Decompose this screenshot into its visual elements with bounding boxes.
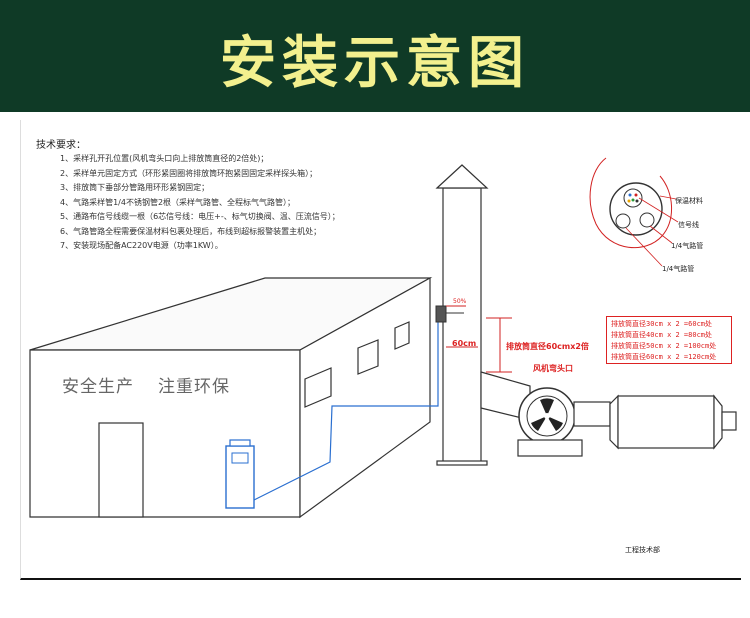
formula-line: 排放筒直径50cm x 2 =100cm处 xyxy=(611,342,717,350)
exhaust-fan xyxy=(517,387,611,457)
building-slogan-left: 安全生产 xyxy=(62,377,134,397)
requirement-item: 7、安装现场配备AC220V电源（功率1KW）。 xyxy=(60,241,223,250)
building-side-wall xyxy=(299,276,431,519)
cable-cross-section xyxy=(589,157,679,267)
formula-line: 排放筒直径40cm x 2 =80cm处 xyxy=(611,331,713,339)
requirement-item: 4、气路采样管1/4不锈钢管2根（采样气路管、全程标气气路管）； xyxy=(60,197,296,207)
exhaust-stack xyxy=(435,164,489,466)
insulation-label: 保温材料 xyxy=(675,197,703,205)
signal-wire-label: 信号线 xyxy=(678,221,699,229)
requirement-item: 3、排放筒下垂部分管路用环形紧钢固定； xyxy=(60,183,210,192)
fan-elbow-label: 风机弯头口 xyxy=(533,364,573,373)
dimension-marks xyxy=(446,305,512,373)
sampling-pipe xyxy=(253,322,439,501)
building-window xyxy=(394,321,410,350)
analyzer-cabinet xyxy=(225,439,255,509)
requirement-item: 1、采样孔开孔位置(风机弯头口向上排放筒直径的2倍处)； xyxy=(60,154,269,163)
formula-box: 排放筒直径30cm x 2 =60cm处 排放筒直径40cm x 2 =80cm… xyxy=(606,316,732,364)
stack-cap xyxy=(435,164,489,189)
requirement-item: 6、气路管路全程需要保温材料包裹处理后，布线到超标报警装置主机处； xyxy=(60,226,322,236)
sampling-probe-box xyxy=(435,305,447,323)
requirement-item: 2、采样单元固定方式（环形紧固圈将排放筒环抱紧固固定采样探头箱）； xyxy=(60,168,318,178)
fan-blade-icon xyxy=(531,398,563,431)
formula-line: 排放筒直径30cm x 2 =60cm处 xyxy=(611,320,713,328)
exhaust-diameter-label: 排放筒直径60cmx2倍 xyxy=(506,342,589,351)
title-banner: 安装示意图 xyxy=(0,0,750,112)
formula-line: 排放筒直径60cm x 2 =120cm处 xyxy=(611,353,717,361)
building-slogan-right: 注重环保 xyxy=(158,377,230,397)
requirements-list: 1、采样孔开孔位置(风机弯头口向上排放筒直径的2倍处)； 2、采样单元固定方式（… xyxy=(60,152,340,254)
width-60-label: 60cm xyxy=(452,339,477,348)
treatment-device xyxy=(609,394,737,450)
requirement-item: 5、通路布信号线缆一根（6芯信号线：电压+-、标气切换阀、温、压流信号）； xyxy=(60,212,340,221)
department-label: 工程技术部 xyxy=(625,546,660,554)
building-window xyxy=(357,339,379,375)
building-window xyxy=(304,367,332,408)
gas-pipe-label: 1/4气路管 xyxy=(671,242,704,250)
page-title: 安装示意图 xyxy=(220,31,530,96)
building-door xyxy=(98,422,144,518)
requirements-title: 技术要求： xyxy=(36,140,86,151)
percent-label: 50% xyxy=(453,298,467,305)
gas-pipe-label: 1/4气路管 xyxy=(662,265,695,273)
